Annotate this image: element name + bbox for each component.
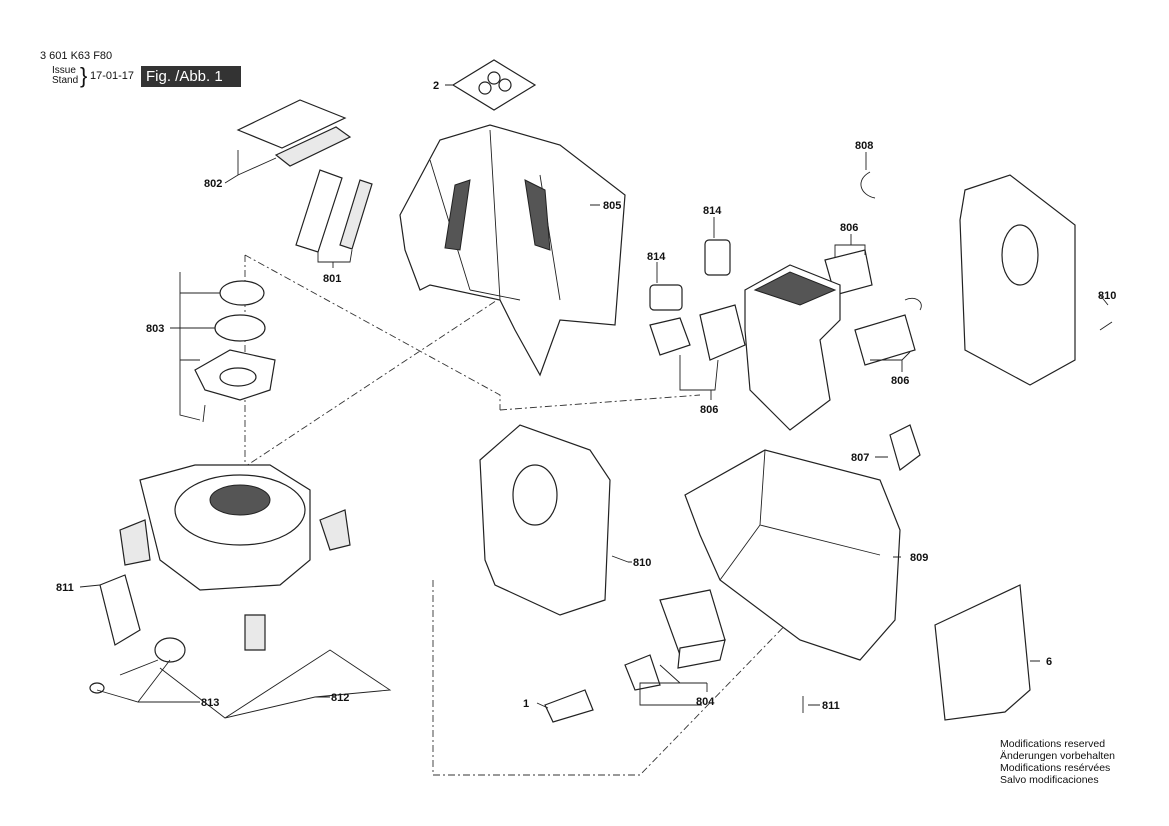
- callout-2: 2: [433, 80, 439, 92]
- callout-811: 811: [822, 700, 840, 712]
- part-806-holder: [854, 314, 916, 366]
- callout-1: 1: [523, 698, 529, 710]
- part-806-holder: [699, 304, 746, 361]
- issue-label: Issue: [52, 65, 76, 76]
- leader-lines: [79, 84, 1109, 719]
- callout-801: 801: [323, 273, 341, 285]
- note-es: Salvo modificaciones: [1000, 774, 1099, 786]
- callout-6: 6: [1046, 656, 1052, 668]
- part-808-clip: [860, 171, 876, 199]
- callout-812: 812: [331, 692, 349, 704]
- callout-810: 810: [1098, 290, 1116, 302]
- part-804-clip: [624, 654, 661, 691]
- callout-805: 805: [603, 200, 621, 212]
- note-en: Modifications reserved: [1000, 738, 1106, 750]
- callout-806: 806: [891, 375, 909, 387]
- issue-date: 17-01-17: [90, 70, 135, 82]
- note-de: Änderungen vorbehalten: [1000, 750, 1116, 762]
- callout-814: 814: [703, 205, 722, 217]
- part-802-window: [236, 99, 347, 149]
- callout-813: 813: [201, 697, 219, 709]
- part-2-label-plate: [451, 59, 537, 111]
- brace: }: [80, 63, 88, 88]
- part-803-ring: [214, 314, 266, 342]
- callout-807: 807: [851, 452, 869, 464]
- callout-804: 804: [696, 696, 715, 708]
- part-803-disc: [219, 280, 265, 306]
- stand-label: Stand: [52, 75, 79, 86]
- part-813-knob: [154, 637, 186, 663]
- figure-label: Fig. /Abb. 1: [141, 66, 241, 87]
- part-814-laser-module: [704, 239, 731, 276]
- part-801-glass: [339, 179, 373, 250]
- part-802-glass: [274, 126, 352, 167]
- modifications-notice: Modifications reserved Änderungen vorbeh…: [1000, 738, 1115, 786]
- part-807-sensor: [889, 424, 921, 472]
- callout-809: 809: [910, 552, 928, 564]
- callout-810: 810: [633, 557, 651, 569]
- part-814-laser-module: [649, 284, 683, 311]
- part-811-foot: [99, 574, 141, 646]
- part-6-cover: [934, 584, 1031, 721]
- callout-808: 808: [855, 140, 873, 152]
- part-806-holder: [649, 317, 691, 356]
- central-optics-chassis: [744, 264, 841, 431]
- part-809-case: [684, 449, 901, 661]
- callout-803: 803: [146, 323, 164, 335]
- document-number: 3 601 K63 F80: [40, 50, 113, 62]
- callout-811: 811: [56, 582, 74, 594]
- part-801-window: [295, 169, 343, 253]
- part-804-seal: [677, 639, 726, 669]
- part-805-housing: [399, 124, 626, 377]
- callout-802: 802: [204, 178, 222, 190]
- part-810-screw: [1099, 321, 1113, 331]
- callout-814: 814: [647, 251, 666, 263]
- part-1-switch: [544, 689, 594, 723]
- part-810-screw: [611, 555, 629, 563]
- callout-806: 806: [840, 222, 858, 234]
- note-fr: Modifications resérvées: [1000, 762, 1111, 774]
- callout-806: 806: [700, 404, 718, 416]
